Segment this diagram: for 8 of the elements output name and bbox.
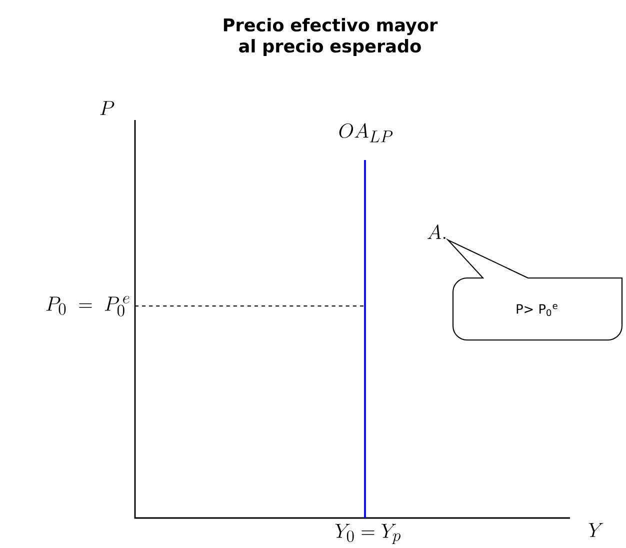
- axis-label: $Y_0 = Y_p$: [335, 524, 400, 544]
- axis-label: $P$: [100, 101, 114, 115]
- axis-label: $Y$: [588, 523, 604, 537]
- axis-label: $OA_{LP}$: [339, 123, 393, 142]
- callout-bubble: P> P$_{0}$e: [447, 239, 623, 341]
- axis-label: $A.$: [428, 224, 446, 239]
- axis-label: $P_0 \;=\; P_0^{\,e}$: [46, 296, 130, 316]
- title: Precio efectivo mayor al precio esperado: [224, 18, 438, 56]
